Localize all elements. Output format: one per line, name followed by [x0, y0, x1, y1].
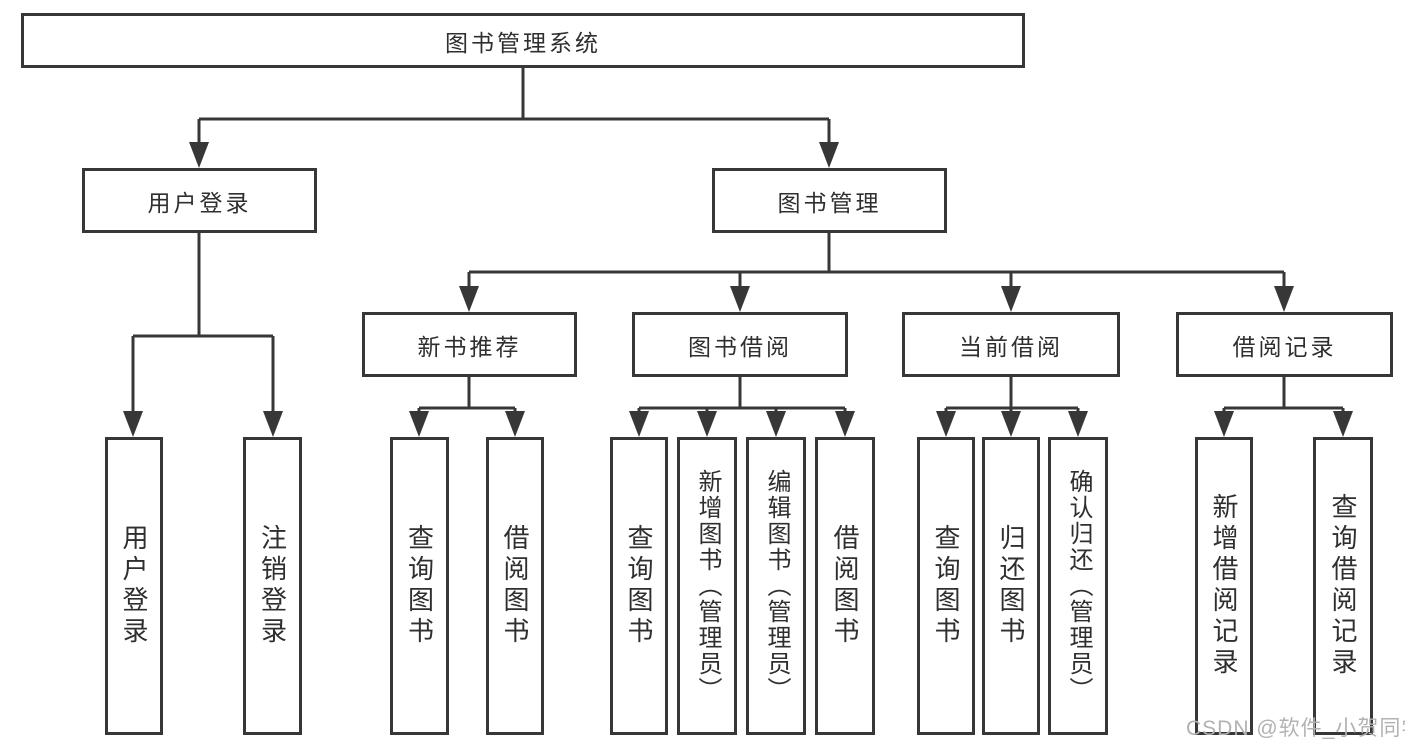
node-book-borrow: 图书借阅 [632, 312, 848, 377]
node-root: 图书管理系统 [21, 13, 1025, 68]
node-user-login: 用户登录 [82, 168, 317, 233]
leaf-user-login: 用户登录 [105, 437, 163, 735]
node-new-book-recommend: 新书推荐 [362, 312, 577, 377]
leaf-query-books-recommend: 查询图书 [390, 437, 449, 735]
node-root-label: 图书管理系统 [445, 29, 601, 56]
node-book-borrow-label: 图书借阅 [688, 333, 792, 360]
node-borrow-records-label: 借阅记录 [1232, 333, 1337, 360]
node-book-management-label: 图书管理 [777, 189, 882, 216]
node-current-borrow-label: 当前借阅 [959, 333, 1063, 360]
leaf-confirm-return-admin: 确认归还（管理员） [1048, 437, 1108, 735]
leaf-logout: 注销登录 [243, 437, 302, 735]
leaf-add-books-admin: 新增图书（管理员） [677, 437, 737, 735]
node-book-management: 图书管理 [712, 168, 947, 233]
leaf-query-borrow-record: 查询借阅记录 [1313, 437, 1373, 735]
leaf-borrow-books-recommend: 借阅图书 [486, 437, 544, 735]
node-new-book-recommend-label: 新书推荐 [417, 333, 522, 360]
leaf-query-books-current: 查询图书 [917, 437, 975, 735]
arrowheads [123, 142, 1353, 437]
node-user-login-label: 用户登录 [147, 189, 252, 216]
leaf-return-books: 归还图书 [982, 437, 1040, 735]
node-borrow-records: 借阅记录 [1176, 312, 1393, 377]
leaf-edit-books-admin: 编辑图书（管理员） [746, 437, 806, 735]
leaf-borrow-books: 借阅图书 [815, 437, 875, 735]
leaf-query-books-borrow: 查询图书 [610, 437, 668, 735]
watermark: CSDN @软件_小贺同学 [1186, 717, 1405, 740]
node-current-borrow: 当前借阅 [902, 312, 1120, 377]
leaf-add-borrow-record: 新增借阅记录 [1195, 437, 1253, 735]
